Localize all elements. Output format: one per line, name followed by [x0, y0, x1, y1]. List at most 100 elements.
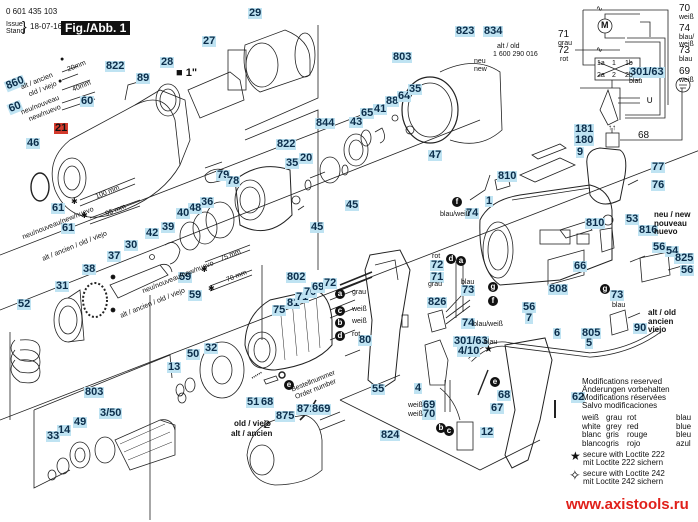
part-label: 834	[483, 25, 504, 37]
part-label: 69	[422, 399, 437, 411]
wire-71-color: grau	[428, 281, 443, 288]
part-label: 7	[525, 312, 534, 324]
part-label: 79	[216, 169, 231, 181]
part-label: 6	[553, 327, 562, 339]
wire-color-69: weiß	[679, 77, 694, 84]
part-label: 822	[105, 60, 126, 72]
part-label: 4	[414, 382, 423, 394]
color-cell: blau	[676, 413, 692, 422]
wire-73-color-b: blau	[461, 279, 475, 286]
part-label: 50	[186, 348, 201, 360]
issue-date: 18-07-16	[30, 22, 63, 31]
part-number: 0 601 435 103	[6, 7, 58, 16]
part-label: 71	[430, 271, 445, 283]
part-label: 81	[286, 297, 301, 309]
motor-symbol: M	[601, 20, 609, 30]
part-label: 45	[345, 199, 360, 211]
loctite-marker-icon: ●	[60, 56, 65, 63]
part-label: 72	[430, 259, 445, 271]
wire-end-g2-icon: g	[600, 284, 610, 294]
part-label: 38	[82, 263, 97, 275]
watermark-link[interactable]: www.axistools.ru	[566, 496, 689, 513]
wire-label-74: 74	[679, 23, 691, 34]
part-label: 28	[160, 56, 175, 68]
part-label: 803	[392, 51, 413, 63]
wire-70-color: weiß	[408, 411, 423, 418]
part-label: 68	[260, 396, 275, 408]
part-label: 56	[680, 264, 695, 276]
wire-label-71: 71	[558, 29, 570, 40]
part-label: 13	[167, 361, 182, 373]
part-label: 47	[428, 149, 443, 161]
part-label: 20	[299, 152, 314, 164]
part-label: 816	[638, 224, 659, 236]
color-cell: grau	[606, 413, 623, 422]
wire-end-c-icon: c	[335, 306, 345, 316]
part-label: 12	[480, 426, 495, 438]
wire-c-color: weiß	[352, 306, 367, 313]
nouveau-note: nouveau	[654, 219, 687, 228]
capacitor-arrows: ↑↑	[608, 123, 616, 132]
wire-label-73: 73	[679, 45, 691, 56]
part-label: 825	[674, 252, 695, 264]
part-label: 54	[665, 245, 680, 257]
wire-color-74: blau/ weiß	[679, 34, 695, 48]
o-ring-46	[30, 172, 50, 202]
part-label-highlighted: 21	[54, 122, 69, 134]
wire-label-69: 69	[679, 66, 691, 77]
part-label: 875	[275, 410, 296, 422]
part-label: 59	[188, 289, 203, 301]
wire-color-72: rot	[560, 56, 569, 63]
part-label: 71	[295, 292, 310, 303]
part-label: 49	[73, 416, 88, 428]
wire-color-73: blau	[679, 56, 693, 63]
color-cell: bleu	[676, 430, 692, 439]
color-cell: white	[582, 421, 601, 431]
terminal-2a: 2a	[597, 72, 605, 79]
part-label: 61	[51, 202, 66, 214]
part-label: 35	[408, 83, 423, 95]
wire-end-e-icon: e	[284, 380, 294, 390]
switch-color-b: blau	[484, 339, 498, 346]
color-cell: weiß	[582, 413, 599, 422]
part-label: 36	[200, 196, 215, 208]
old-part-number: 1 600 290 016	[493, 51, 538, 58]
suppressor-symbol: ∪	[646, 95, 654, 106]
modifications-note-fr: Modifications réservées	[582, 393, 667, 402]
color-cell: rot	[627, 413, 637, 422]
part-label: 72	[323, 277, 338, 289]
part-label: 40	[176, 207, 191, 219]
part-label: 67	[490, 402, 505, 414]
wire-73-color: blau	[612, 302, 626, 309]
color-cell: blue	[676, 421, 692, 431]
part-label: 803	[84, 386, 105, 398]
wire-color-74: blau/weiß	[440, 211, 470, 218]
wire-74-color-b: blau/weiß	[473, 321, 503, 328]
stand-label: Stand	[6, 28, 25, 35]
part-label: 181	[574, 123, 595, 135]
wire-end-f-icon: f	[452, 197, 462, 207]
viejo-right: viejo	[648, 325, 667, 334]
loctite-marker-icon: ●	[58, 78, 63, 85]
alt-old-right: alt / old	[648, 308, 676, 317]
wire-d-color: rot	[352, 331, 361, 338]
nuevo-note: nuevo	[654, 227, 678, 236]
color-cell: rojo	[627, 438, 641, 448]
part-label: 65	[360, 107, 375, 119]
wire-end-e2-icon: e	[490, 377, 500, 387]
wire-end-g-icon: g	[488, 282, 498, 292]
color-cell: blanc	[582, 430, 602, 439]
part-label: 802	[286, 271, 307, 283]
part-label: 60	[80, 95, 95, 107]
wire-69-color: weiß	[408, 402, 423, 409]
color-cell: azul	[676, 438, 691, 448]
part-label: 88	[385, 95, 400, 107]
part-label: 77	[651, 161, 666, 173]
part-label: 41	[373, 103, 388, 115]
loctite-242-star-marker: ★	[484, 344, 493, 355]
switch-color: blau	[629, 78, 643, 85]
loctite-star-icon: ✱	[81, 211, 88, 220]
part-label: 90	[633, 322, 648, 334]
modifications-note-es: Salvo modificaciones	[582, 401, 658, 410]
